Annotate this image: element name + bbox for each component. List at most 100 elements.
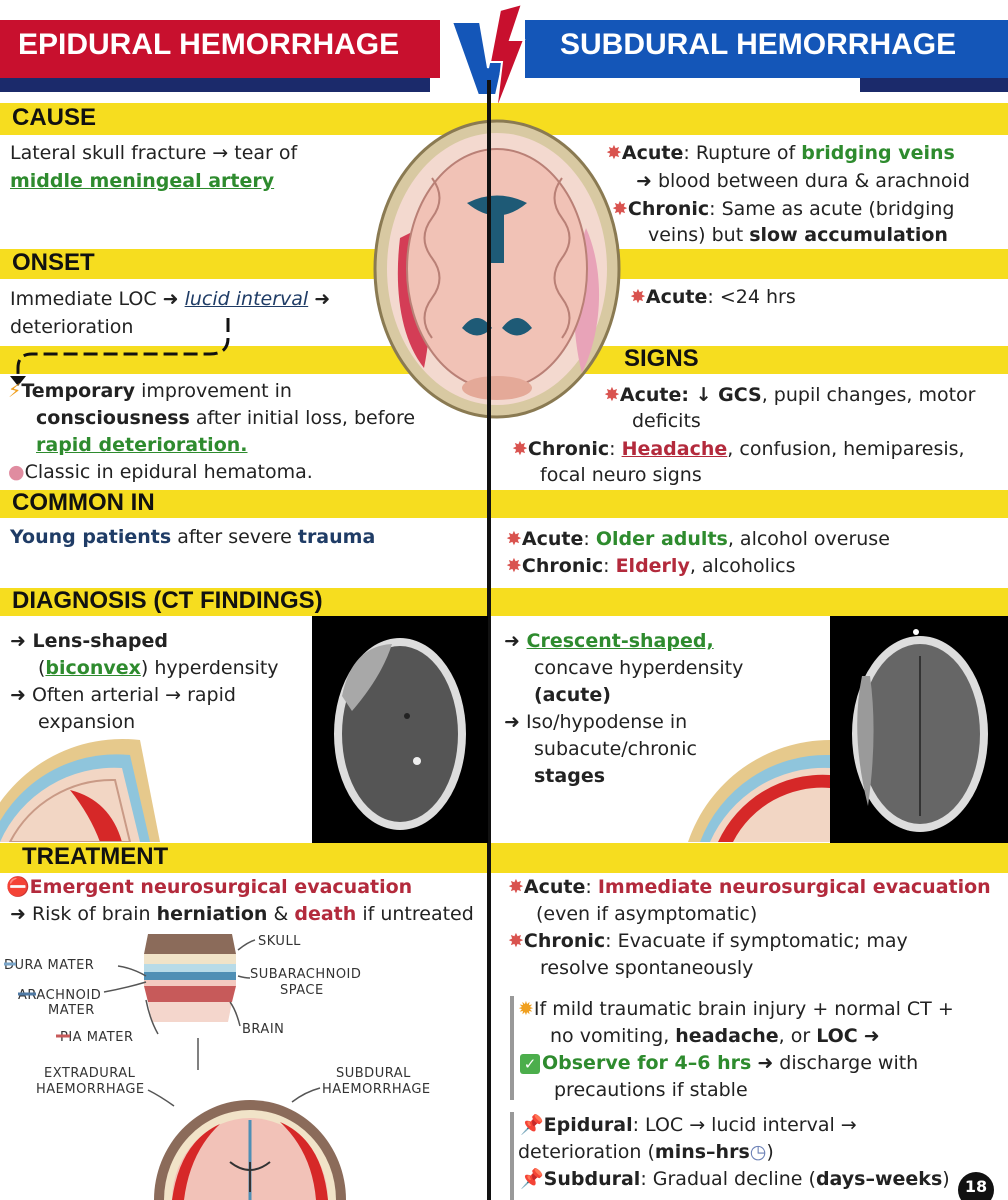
subdural-treat-line1: ✸Acute: Immediate neurosurgical evacuati… [508,876,991,898]
subdural-diag-line2: concave hyperdensity [534,657,744,679]
epidural-skull-section-illustration [0,738,160,842]
brain-axial-illustration [373,119,621,419]
epidural-treat-line2: ➜ Risk of brain herniation & death if un… [10,903,474,925]
pin-icon: 📌 [520,1168,544,1190]
subdural-diag-line3: (acute) [534,684,611,706]
pin-side-bar [510,1112,514,1200]
subdural-cause-line2: ➜ blood between dura & arachnoid [636,170,970,192]
label-arachnoid-1: ARACHNOID [18,988,102,1003]
subdural-signs-line2: deficits [632,410,701,432]
epidural-treat-line1: ⛔Emergent neurosurgical evacuation [6,876,413,898]
diagnosis-heading: DIAGNOSIS (CT FINDINGS) [12,587,323,614]
burst-icon: ✸ [506,528,522,550]
burst-icon: ✸ [630,286,646,308]
star-icon: ✹ [518,998,534,1020]
label-brain: BRAIN [242,1022,285,1037]
meninges-pointer-lines [4,939,321,1107]
label-arachnoid-2: MATER [48,1003,95,1018]
center-divider [487,80,491,1200]
epidural-banner [0,20,440,78]
label-subarachnoid-1: SUBARACHNOID [250,967,362,982]
subdural-diag-line6: stages [534,765,606,787]
brain-icon: ● [8,461,25,483]
subdural-cause-line1: ✸Acute: Rupture of bridging veins [606,142,955,164]
subdural-skull-section-illustration [688,740,830,842]
mtbi-note-line2: no vomiting, headache, or LOC ➜ [550,1025,880,1047]
burst-icon: ✸ [508,930,524,952]
burst-icon: ✸ [506,555,522,577]
epidural-ct-scan [312,616,488,843]
onset-heading: ONSET [12,249,95,276]
label-extradural-1: EXTRADURAL [44,1066,136,1081]
subdural-diag-line4: ➜ Iso/hypodense in [504,711,688,733]
burst-icon: ✸ [512,438,528,460]
coronal-brain-illustration [154,1100,346,1200]
mtbi-note-line3: ✓Observe for 4–6 hrs ➜ discharge with [520,1050,918,1077]
pin-line3: 📌Subdural: Gradual decline (days–weeks) [520,1168,950,1190]
pin-line1: 📌Epidural: LOC → lucid interval → [520,1114,857,1136]
common-bar [0,490,1008,518]
subdural-cause-line4: veins) but slow accumulation [648,224,948,246]
subdural-onset-line: ✸Acute: <24 hrs [630,286,796,308]
label-skull: SKULL [258,934,301,949]
epidural-diag-line1: ➜ Lens-shaped [10,630,168,652]
common-heading: COMMON IN [12,489,155,516]
subdural-banner [525,20,1008,78]
subdural-banner-strip [860,78,1008,92]
treatment-heading: TREATMENT [22,843,169,870]
pin-icon: 📌 [520,1114,544,1136]
lightning-icon: ⚡ [8,380,22,402]
epidural-diag-line3: ➜ Often arterial → rapid [10,684,236,706]
subdural-signs-line3: ✸Chronic: Headache, confusion, hemipares… [512,438,965,460]
subdural-ct-scan [830,616,1008,843]
label-dura: DURA MATER [4,958,95,973]
epidural-onset-line2: deterioration [10,316,134,338]
label-extradural-2: HAEMORRHAGE [36,1082,145,1097]
lucid-line2: consciousness after initial loss, before [36,407,416,429]
epidural-banner-strip [0,78,430,92]
burst-icon: ✸ [508,876,524,898]
burst-icon: ✸ [606,142,622,164]
diagnosis-bar [0,588,1008,616]
subdural-cause-line3: ✸Chronic: Same as acute (bridging [612,198,955,220]
label-subarachnoid-2: SPACE [280,983,324,998]
epidural-cause-line2: middle meningeal artery [10,170,275,192]
subdural-diag-line5: subacute/chronic [534,738,697,760]
pin-line2: deterioration (mins–hrs◷) [518,1141,774,1163]
epidural-diag-line4: expansion [38,711,136,733]
check-icon: ✓ [520,1054,540,1074]
burst-icon: ✸ [612,198,628,220]
lucid-line4: ●Classic in epidural hematoma. [8,461,313,483]
note-side-bar [510,996,514,1100]
no-entry-icon: ⛔ [6,876,30,898]
signs-heading: SIGNS [624,345,699,372]
treatment-bar [0,843,1008,873]
subdural-common-line2: ✸Chronic: Elderly, alcoholics [506,555,796,577]
subdural-diag-line1: ➜ Crescent-shaped, [504,630,714,652]
mtbi-note-line4: precautions if stable [554,1079,748,1101]
meninges-layers-diagram [144,934,236,1022]
lucid-line1: ⚡Temporary improvement in [8,380,292,402]
lucid-line3: rapid deterioration. [36,434,248,456]
subdural-signs-line1: ✸Acute: ↓ GCS, pupil changes, motor [604,384,976,406]
epidural-common-line: Young patients after severe trauma [10,526,376,548]
epidural-cause-line1: Lateral skull fracture → tear of [10,142,298,164]
subdural-title: SUBDURAL HEMORRHAGE [560,28,957,61]
page-number-badge: 18 [958,1172,994,1200]
clock-icon: ◷ [749,1141,767,1163]
epidural-diag-line2: (biconvex) hyperdensity [38,657,279,679]
label-subdural-2: HAEMORRHAGE [322,1082,431,1097]
label-subdural-1: SUBDURAL [336,1066,411,1081]
subdural-treat-line2: (even if asymptomatic) [536,903,758,925]
epidural-title: EPIDURAL HEMORRHAGE [18,28,400,61]
subdural-treat-line3: ✸Chronic: Evacuate if symptomatic; may [508,930,908,952]
burst-icon: ✸ [604,384,620,406]
vs-logo [450,2,526,113]
lucid-interval-arrow [10,318,230,386]
cause-heading: CAUSE [12,104,97,131]
mtbi-note-line1: ✹If mild traumatic brain injury + normal… [518,998,954,1020]
epidural-onset-line1: Immediate LOC ➜ lucid interval ➜ [10,288,331,310]
label-pia: PIA MATER [60,1030,134,1045]
subdural-treat-line4: resolve spontaneously [540,957,754,979]
subdural-signs-line4: focal neuro signs [540,464,702,486]
